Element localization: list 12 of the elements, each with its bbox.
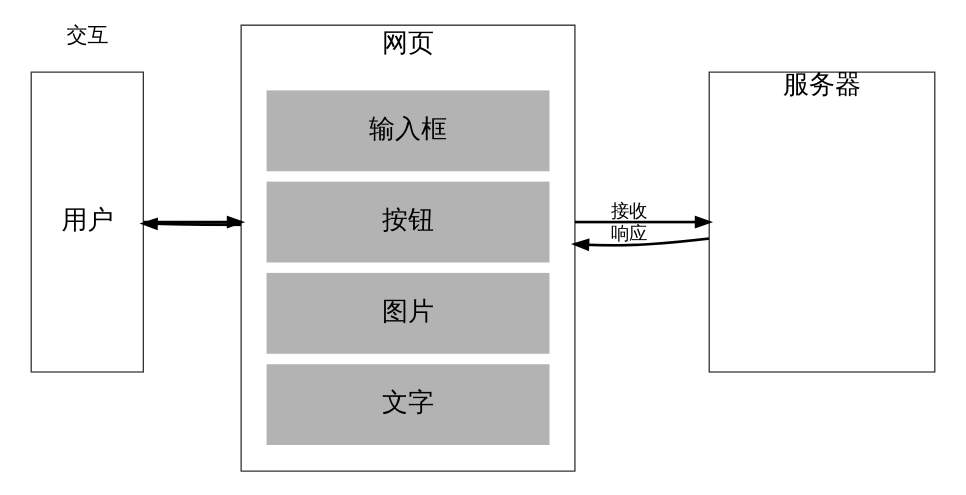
arrow	[570, 237, 710, 252]
node-box: 文字	[266, 364, 550, 446]
arrow	[574, 216, 714, 228]
arrow	[140, 218, 242, 230]
node-box: 用户	[30, 71, 144, 373]
node-box: 输入框	[266, 90, 550, 172]
edge-label: 响应	[611, 223, 648, 244]
label: 交互	[66, 22, 108, 47]
node-box: 按钮	[266, 182, 550, 262]
node-box: 图片	[266, 272, 550, 354]
node-box: 服务器	[708, 71, 936, 373]
edge-label: 接收	[611, 201, 648, 222]
